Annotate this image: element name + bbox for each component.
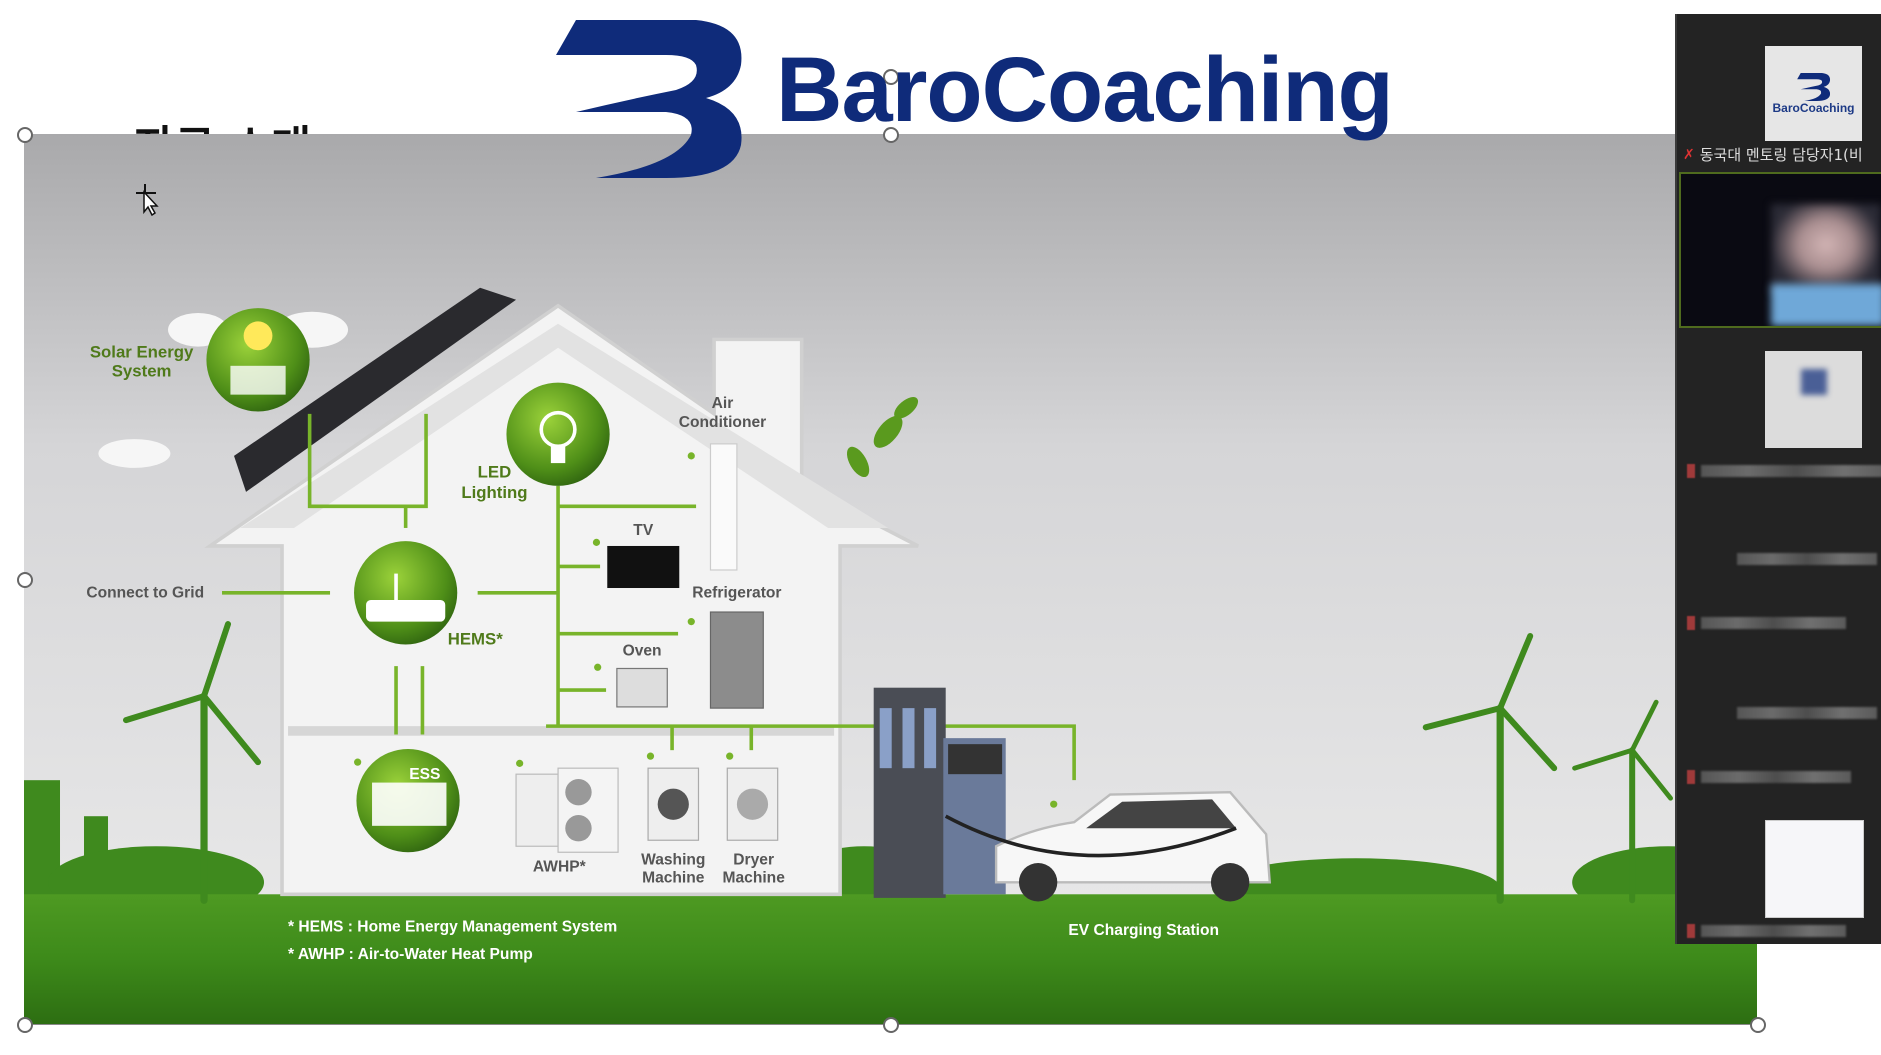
participant-name-blurred <box>1737 704 1877 722</box>
air-conditioner <box>709 443 738 571</box>
resize-handle-nw[interactable] <box>17 127 33 143</box>
resize-handle-n[interactable] <box>883 127 899 143</box>
footnote-hems: * HEMS : Home Energy Management System <box>288 919 617 936</box>
resize-handle-se[interactable] <box>1750 1017 1766 1033</box>
logo-text: BaroCoaching <box>776 39 1394 141</box>
tv <box>607 545 680 589</box>
solar-orb-icon <box>206 308 310 412</box>
label-ac-2: Conditioner <box>679 414 766 431</box>
participant-name-blurred <box>1687 614 1846 632</box>
label-ess: ESS <box>409 766 440 783</box>
participant-name-blurred <box>1687 922 1846 940</box>
leaves-decoration <box>846 397 919 478</box>
participants-panel[interactable]: BaroCoaching ✗ 동국대 멘토링 담당자1(비 <box>1675 14 1881 944</box>
participant-thumbnail[interactable] <box>1765 351 1862 448</box>
wind-turbine-icon <box>123 621 1673 904</box>
barocoaching-logo-icon <box>1796 72 1830 101</box>
resize-handle-sw[interactable] <box>17 1017 33 1033</box>
participant-video[interactable] <box>1679 172 1881 328</box>
label-led-2: Lighting <box>461 483 527 502</box>
label-tv: TV <box>633 522 654 539</box>
hems-router-orb-icon <box>354 541 458 645</box>
label-dryer: Dryer <box>733 851 774 868</box>
participant-name-blurred <box>1687 768 1851 786</box>
resize-handle-w[interactable] <box>17 572 33 588</box>
mic-muted-icon: ✗ <box>1683 146 1695 163</box>
smart-home-energy-image[interactable]: Solar Energy System LED Lighting Air Con… <box>24 134 1757 1024</box>
label-solar: Solar Energy <box>90 342 194 361</box>
solar-panel <box>234 287 517 492</box>
footnote-awhp: * AWHP : Air-to-Water Heat Pump <box>288 946 533 963</box>
label-ac: Air <box>712 395 734 412</box>
slide-title-partial: 자료 소개 <box>134 118 311 136</box>
participant-name-blurred <box>1687 462 1881 480</box>
energy-flow-lines <box>222 413 1076 781</box>
label-dryer-2: Machine <box>723 869 786 886</box>
rotate-handle[interactable] <box>883 69 899 85</box>
awhp-unit <box>515 767 619 853</box>
refrigerator <box>709 611 764 709</box>
resize-handle-s[interactable] <box>883 1017 899 1033</box>
label-refrigerator: Refrigerator <box>692 585 781 602</box>
label-led: LED <box>478 463 512 482</box>
label-washing: Washing <box>641 851 705 868</box>
participant-name-blurred <box>1737 550 1877 568</box>
barocoaching-logo-icon <box>556 20 742 178</box>
wifi-icon <box>354 452 1058 808</box>
label-hems: HEMS* <box>448 629 504 648</box>
oven <box>616 667 668 708</box>
house <box>204 287 919 897</box>
ess-battery-orb-icon <box>356 748 460 853</box>
label-solar-2: System <box>112 362 172 381</box>
participant-name-active: ✗ 동국대 멘토링 담당자1(비 <box>1683 144 1863 165</box>
speaker-name-text: 동국대 멘토링 담당자1(비 <box>1699 146 1863 164</box>
grass <box>24 894 1757 1024</box>
dryer-machine <box>726 767 779 841</box>
label-oven: Oven <box>623 642 662 659</box>
electric-car <box>944 790 1272 902</box>
washing-machine <box>647 767 700 841</box>
label-grid: Connect to Grid <box>86 585 204 602</box>
led-bulb-orb-icon <box>506 382 610 486</box>
move-cursor-icon <box>136 184 159 216</box>
label-awhp: AWHP* <box>533 858 587 875</box>
label-ev-station: EV Charging Station <box>1068 922 1219 939</box>
label-washing-2: Machine <box>642 869 705 886</box>
participant-thumbnail[interactable] <box>1765 820 1864 918</box>
participant-thumbnail[interactable]: BaroCoaching <box>1765 46 1862 141</box>
thumbnail-logo-text: BaroCoaching <box>1772 100 1855 115</box>
